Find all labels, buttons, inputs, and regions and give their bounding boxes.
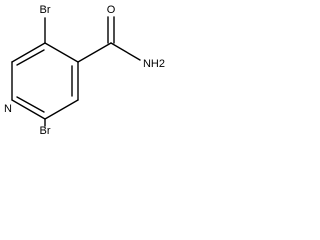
bond-c6-n-inner <box>16 96 45 113</box>
oxygen-label: O <box>107 4 116 16</box>
atom-labels: Br Br O NH2 N <box>4 4 165 137</box>
bond-c4-carbonyl <box>77 42 112 63</box>
bond-layer <box>11 16 141 127</box>
bond-c6-n <box>11 99 46 120</box>
bond-c3-c4 <box>44 42 79 63</box>
bromine-label-bottom: Br <box>40 125 51 137</box>
bond-c2-c3-inner <box>16 49 45 66</box>
bond-c5-c6 <box>44 99 79 120</box>
bond-c2-c3 <box>11 42 46 63</box>
amide-nitrogen-label: NH2 <box>143 58 165 70</box>
structure-diagram: Br Br O NH2 N <box>4 4 165 137</box>
bond-c-n <box>110 42 141 61</box>
bromine-label-top: Br <box>40 4 51 16</box>
ring-nitrogen-label: N <box>4 103 12 115</box>
